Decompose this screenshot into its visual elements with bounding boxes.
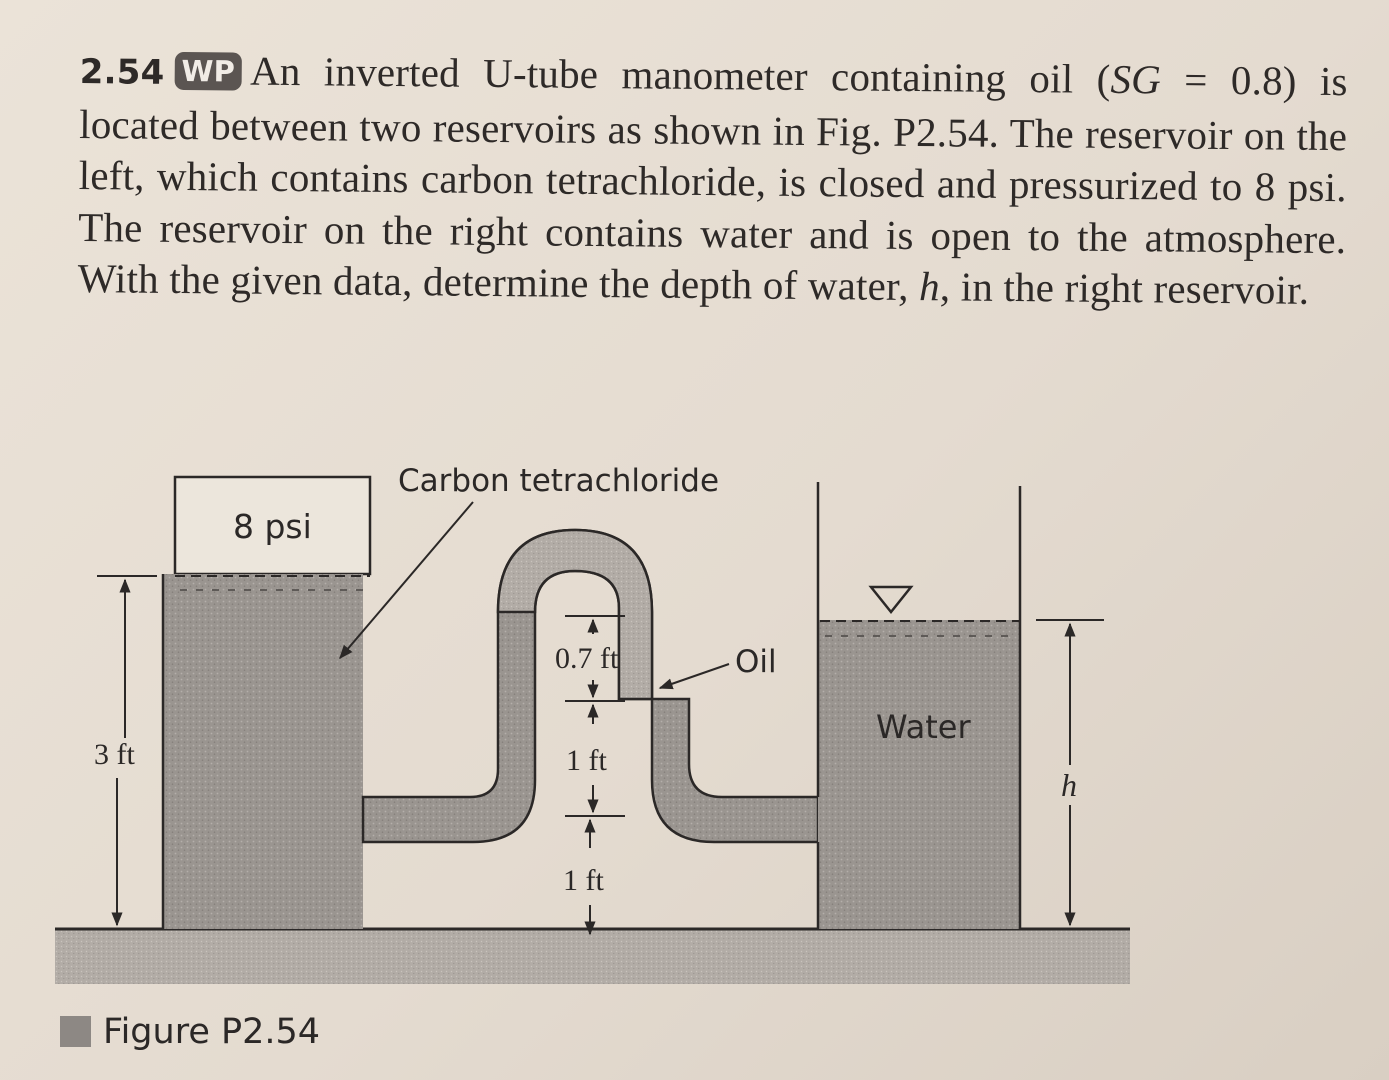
right-reservoir-water xyxy=(818,620,1020,929)
figure-caption: Figure P2.54 xyxy=(60,1012,320,1052)
caption-square-icon xyxy=(60,1016,91,1047)
label-dim-07: 0.7 ft xyxy=(555,642,619,675)
label-carbon-tetrachloride: Carbon tetrachloride xyxy=(398,463,719,499)
right-leg-fluid xyxy=(650,697,820,844)
label-oil: Oil xyxy=(735,644,777,680)
oil-fill xyxy=(496,528,654,701)
figure-caption-text: Figure P2.54 xyxy=(103,1012,321,1052)
label-water: Water xyxy=(876,708,971,746)
label-pressure: 8 psi xyxy=(233,507,312,546)
carbon-leader-line xyxy=(339,501,474,660)
left-reservoir-fluid xyxy=(163,574,363,929)
label-dim-1-lower: 1 ft xyxy=(563,864,604,897)
label-dim-1-upper: 1 ft xyxy=(566,744,607,777)
label-left-depth: 3 ft xyxy=(94,738,135,771)
oil-leader-line xyxy=(658,663,730,690)
free-surface-triangle-icon xyxy=(868,585,914,615)
ground-slab xyxy=(55,929,1130,984)
label-h: h xyxy=(1061,767,1077,803)
